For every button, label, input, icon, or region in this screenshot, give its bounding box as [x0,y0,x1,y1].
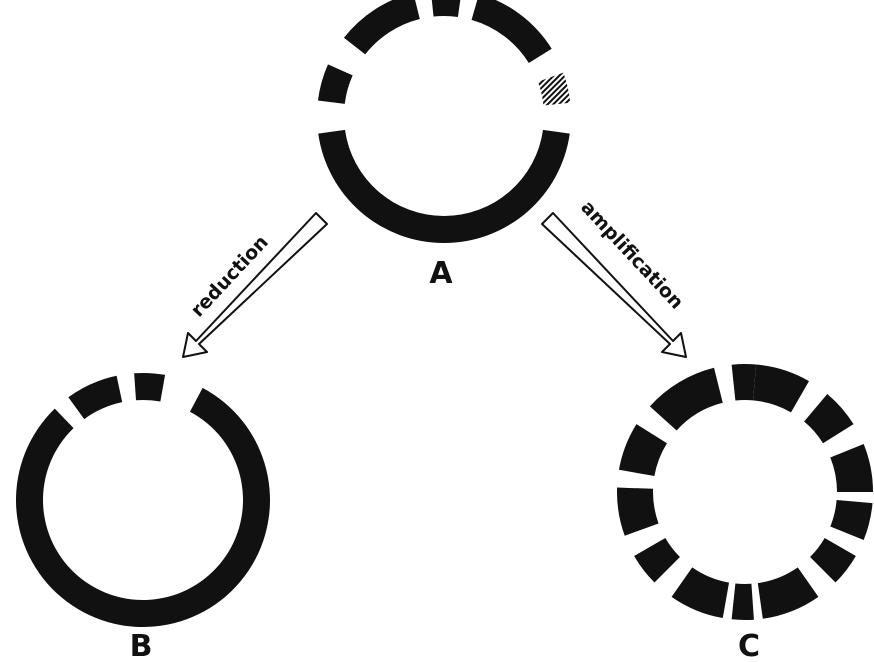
ring-a-segment [431,0,461,17]
ring-a-segment-large [318,129,570,243]
node-label-c: C [738,629,760,662]
ring-b-segment [68,375,123,420]
ring-a-segment-hatched [537,72,571,106]
ring-c-segment [830,500,873,540]
reduction-arrow [182,212,328,358]
ring-b-segment [134,373,166,402]
ring-c-segment [810,538,856,583]
ring-c-segment [634,538,680,583]
node-label-b: B [130,629,153,662]
ring-c-segment [731,583,754,620]
ring-b-segment-large [16,387,271,628]
ring-c [617,364,873,620]
ring-a-segment [471,0,552,64]
ring-c-segment [649,367,723,431]
ring-c-segment [671,567,730,619]
ring-c-segment [830,444,873,492]
node-label-a: A [429,256,453,291]
ring-c-segment [753,364,809,413]
ring-c-segment [618,424,667,477]
ring-c-segment [757,567,819,619]
ring-a-segment [343,0,420,55]
ring-b [16,373,271,628]
amplification-arrow [541,212,687,358]
ring-c-segment [731,364,757,401]
ring-a-segment [317,64,353,104]
ring-c-segment [804,393,854,444]
ring-a [317,0,571,243]
ring-c-segment [617,487,659,536]
